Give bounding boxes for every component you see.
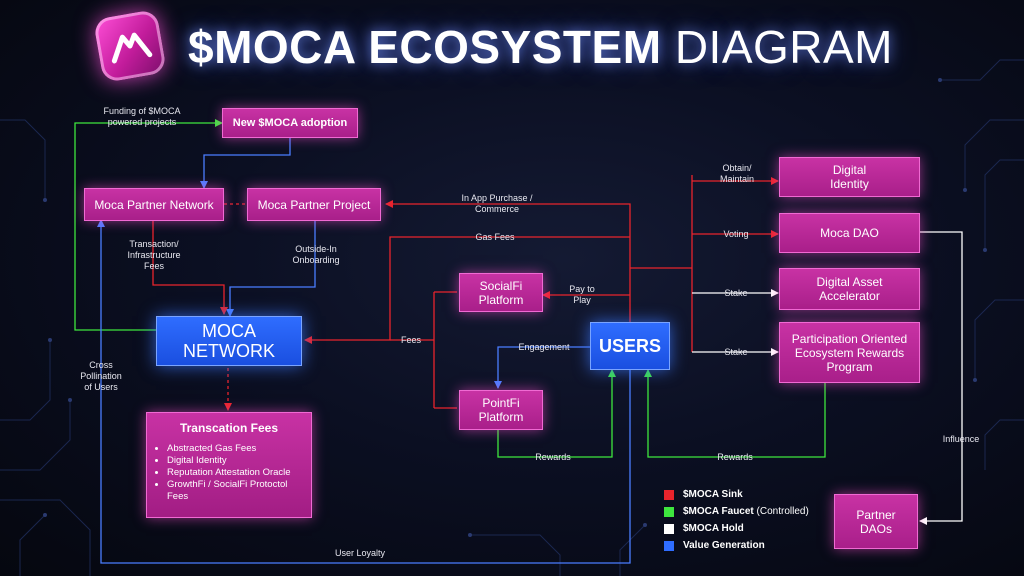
transaction-fees-title: Transcation Fees bbox=[179, 421, 279, 435]
edge-outside-in bbox=[226, 219, 316, 317]
legend-label: Value Generation bbox=[683, 540, 765, 551]
fees-item: GrowthFi / SocialFi Protoctol Fees bbox=[167, 479, 303, 503]
label-engagement: Engagement bbox=[518, 342, 570, 352]
node-pointfi-platform: PointFi Platform bbox=[459, 390, 543, 430]
node-moca-network: MOCA NETWORK bbox=[156, 316, 302, 366]
label-transaction-fees: Transaction/ Infrastructure Fees bbox=[127, 239, 181, 271]
edge-gas-fees bbox=[304, 236, 630, 344]
node-moca-partner-network: Moca Partner Network bbox=[84, 188, 224, 221]
label-influence: Influence bbox=[942, 434, 980, 444]
edge-cross-pollination bbox=[97, 219, 631, 564]
node-users: USERS bbox=[590, 322, 670, 370]
fees-item: Abstracted Gas Fees bbox=[167, 443, 303, 455]
legend-label: $MOCA Hold bbox=[683, 523, 744, 534]
legend-swatch-white bbox=[664, 524, 674, 534]
node-new-moca-adoption: New $MOCA adoption bbox=[222, 108, 358, 138]
node-socialfi-platform: SocialFi Platform bbox=[459, 273, 543, 312]
label-rewards-pointfi: Rewards bbox=[535, 452, 571, 462]
page-title-bold: $MOCA ECOSYSTEM bbox=[188, 21, 662, 73]
label-user-loyalty: User Loyalty bbox=[334, 548, 386, 558]
legend-swatch-red bbox=[664, 490, 674, 500]
label-funding: Funding of $MOCA powered projects bbox=[103, 106, 181, 127]
edge-in-app bbox=[385, 200, 631, 322]
label-fees: Fees bbox=[400, 335, 421, 345]
legend-swatch-blue bbox=[664, 541, 674, 551]
node-digital-identity: Digital Identity bbox=[779, 157, 920, 197]
legend-swatch-green bbox=[664, 507, 674, 517]
edge-rewards-porp bbox=[644, 369, 826, 458]
node-moca-dao: Moca DAO bbox=[779, 213, 920, 253]
label-rewards-porp: Rewards bbox=[717, 452, 753, 462]
label-obtain-maintain: Obtain/ Maintain bbox=[719, 163, 755, 184]
label-in-app-purchase: In App Purchase / Commerce bbox=[461, 193, 533, 214]
edge-adoption-to-network bbox=[200, 138, 291, 189]
node-moca-partner-project: Moca Partner Project bbox=[247, 188, 381, 221]
edge-users-trunk bbox=[630, 175, 693, 352]
edge-infra-fees bbox=[152, 221, 228, 315]
transaction-fees-list: Abstracted Gas Fees Digital Identity Rep… bbox=[155, 443, 303, 503]
label-outside-in: Outside-In Onboarding bbox=[292, 244, 340, 265]
label-cross-pollination: Cross Pollination of Users bbox=[80, 360, 122, 392]
edge-funding bbox=[74, 119, 223, 331]
transaction-fees-panel: Transcation Fees Abstracted Gas Fees Dig… bbox=[146, 412, 312, 518]
page-title-light: DIAGRAM bbox=[674, 21, 893, 73]
label-pay-to-play: Pay to Play bbox=[569, 284, 595, 305]
label-stake-porp: Stake bbox=[724, 347, 748, 357]
node-digital-asset-accelerator: Digital Asset Accelerator bbox=[779, 268, 920, 310]
page-title: $MOCA ECOSYSTEM DIAGRAM bbox=[188, 22, 893, 72]
node-participation-rewards-program: Participation Oriented Ecosystem Rewards… bbox=[779, 322, 920, 383]
moca-logo-icon bbox=[111, 32, 153, 64]
edge-fees-split bbox=[390, 291, 457, 409]
edge-influence bbox=[919, 231, 963, 525]
edge-engagement bbox=[494, 346, 590, 389]
edge-rewards-pointfi bbox=[497, 369, 616, 458]
node-partner-daos: Partner DAOs bbox=[834, 494, 918, 549]
moca-logo bbox=[92, 8, 168, 84]
label-gas-fees: Gas Fees bbox=[475, 232, 515, 242]
legend-label: $MOCA Faucet (Controlled) bbox=[683, 506, 809, 517]
fees-item: Reputation Attestation Oracle bbox=[167, 467, 303, 479]
fees-item: Digital Identity bbox=[167, 455, 303, 467]
legend-label: $MOCA Sink bbox=[683, 489, 743, 500]
label-voting: Voting bbox=[723, 229, 749, 239]
label-stake-accelerator: Stake bbox=[724, 288, 748, 298]
